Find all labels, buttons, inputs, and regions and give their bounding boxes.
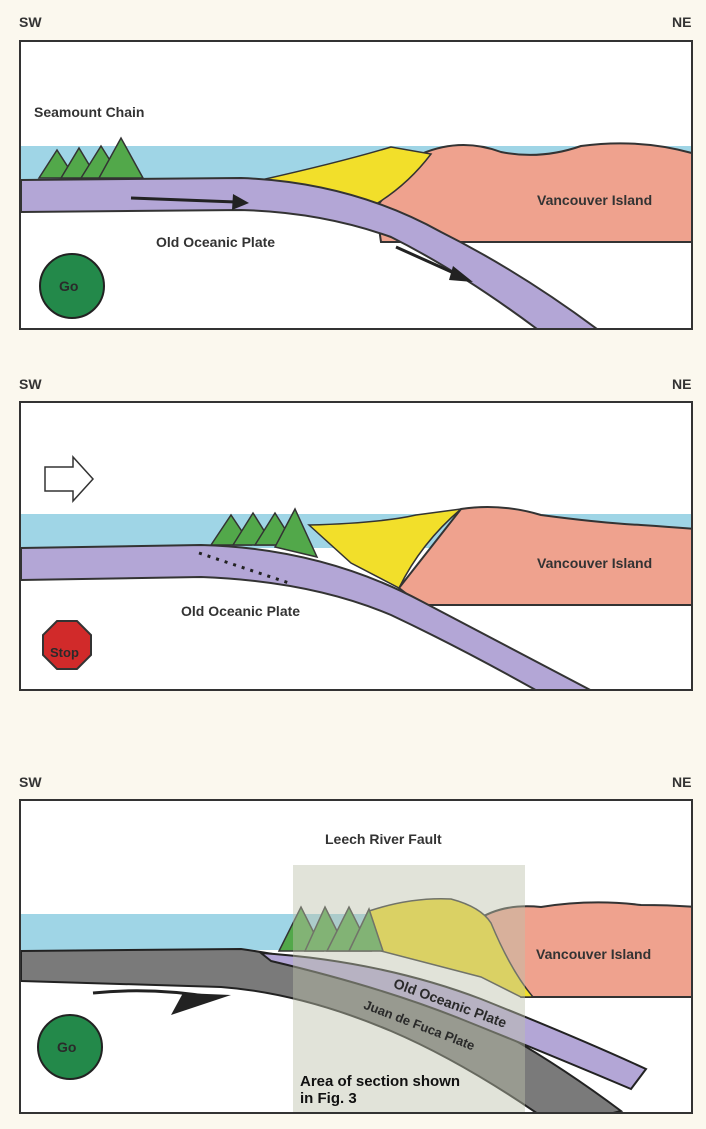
sw-label-1: SW (19, 14, 42, 30)
wave-crests (21, 511, 241, 514)
vancouver-island-label-1: Vancouver Island (537, 192, 652, 208)
area-caption-line-1: Area of section shown (300, 1073, 460, 1090)
stop-signal-text: Stop (50, 645, 79, 660)
leech-river-fault-label: Leech River Fault (325, 831, 442, 847)
vancouver-island-label-2: Vancouver Island (537, 555, 652, 571)
wave-crests (21, 143, 321, 146)
sw-label-2: SW (19, 376, 42, 392)
ne-label-1: NE (672, 14, 691, 30)
old-oceanic-plate-label-1: Old Oceanic Plate (156, 234, 275, 250)
wave-crests (21, 911, 261, 914)
vancouver-island-label-3: Vancouver Island (536, 946, 651, 962)
ne-label-3: NE (672, 774, 691, 790)
go-signal-text-3: Go (57, 1039, 76, 1055)
arrowhead (171, 993, 231, 1015)
panel-stage-3: Leech River Fault Vancouver Island Old O… (19, 799, 693, 1114)
panel-stage-1: Seamount Chain Vancouver Island Old Ocea… (19, 40, 693, 330)
go-signal-text-1: Go (59, 278, 78, 294)
sw-label-3: SW (19, 774, 42, 790)
hollow-arrow-icon (45, 457, 93, 501)
panel-stage-2: Vancouver Island Old Oceanic Plate Stop (19, 401, 693, 691)
stage-2-diagram (21, 403, 693, 691)
area-caption-line-2: in Fig. 3 (300, 1090, 357, 1107)
stage-1-diagram (21, 42, 693, 330)
ne-label-2: NE (672, 376, 691, 392)
seamount-chain-label: Seamount Chain (34, 104, 144, 120)
old-oceanic-plate-label-2: Old Oceanic Plate (181, 603, 300, 619)
